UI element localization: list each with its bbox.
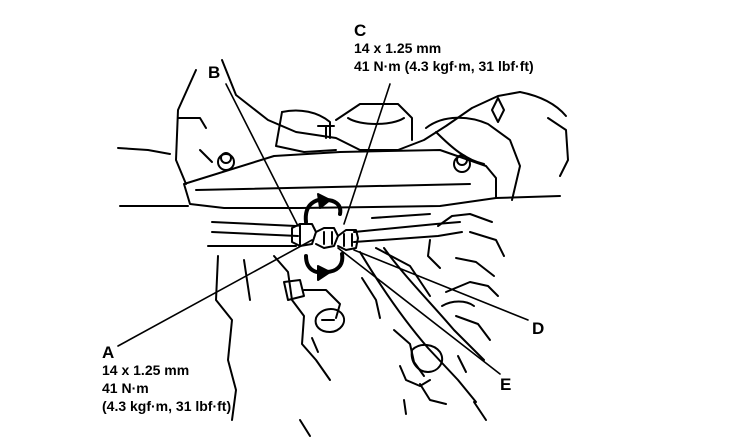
rotation-arrows [303,193,345,281]
callout-b-letter: B [208,63,221,82]
callout-a-torque: 41 N·m [102,380,149,396]
lower-assembly-outline [215,213,505,437]
callout-a-letter: A [102,343,115,362]
callout-c-thread: 14 x 1.25 mm [354,40,442,56]
callout-e-letter: E [500,375,512,394]
callout-c-torque: 41 N·m (4.3 kgf·m, 31 lbf·ft) [354,58,534,74]
brake-lines [207,213,463,297]
leader-line-b [225,83,299,227]
callout-a-thread: 14 x 1.25 mm [102,362,190,378]
leader-line-a [117,239,313,347]
leader-line-d [353,249,529,321]
crossmember-bolts [217,152,471,173]
leader-line-c [343,83,391,225]
flare-fitting [291,223,359,251]
callout-d-letter: D [532,319,545,338]
callout-c-letter: C [354,21,367,40]
upper-engine-outline [117,59,569,201]
callout-a-torque-alt: (4.3 kgf·m, 31 lbf·ft) [102,398,232,414]
leader-lines [117,83,529,375]
crossmember-bar [119,149,561,209]
leader-line-e [337,247,501,375]
